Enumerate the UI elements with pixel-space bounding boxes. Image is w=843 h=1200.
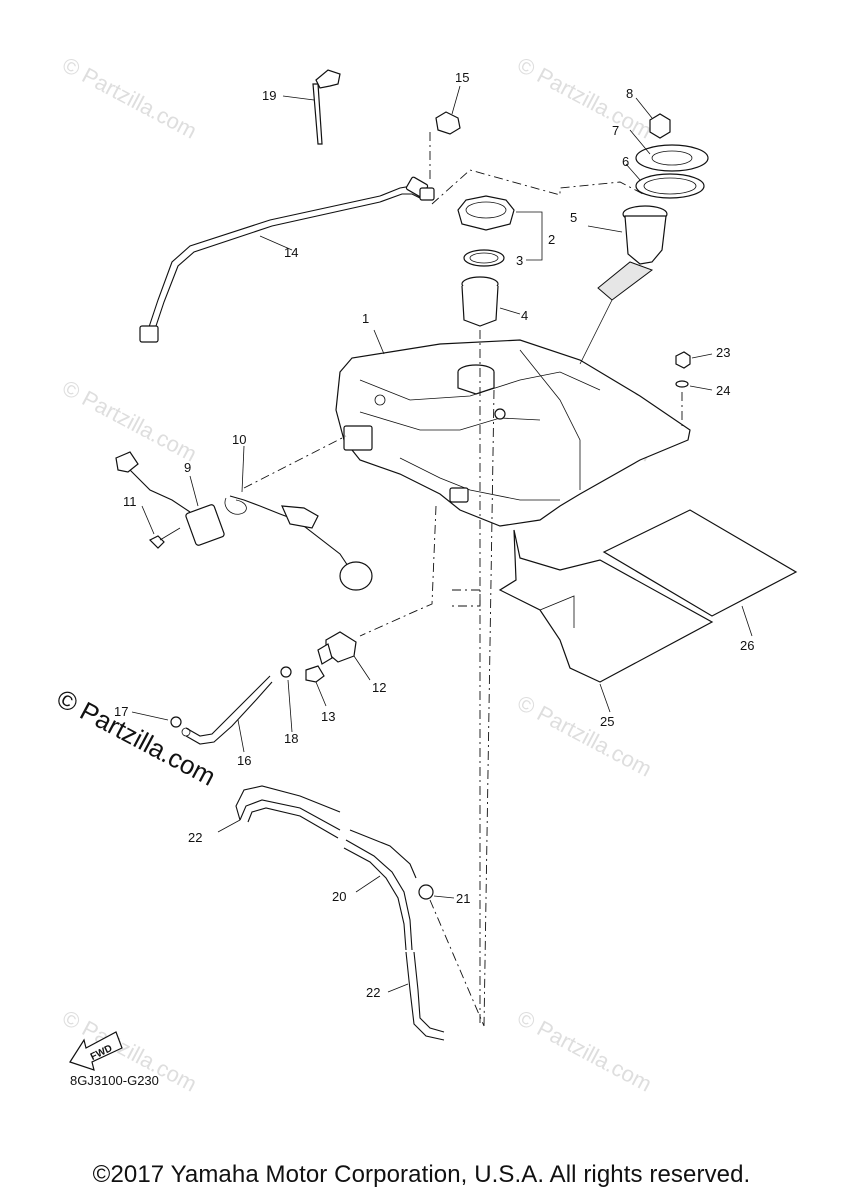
part-5-fuel-pump	[587, 205, 668, 301]
part-6-gasket	[635, 173, 705, 199]
part-3-cap-gasket	[463, 249, 505, 267]
fwd-arrow: FWD	[69, 1031, 123, 1071]
part-11-screw	[141, 505, 181, 549]
part-4-filler-neck	[461, 276, 499, 327]
part-1-fuel-tank	[335, 339, 691, 527]
part-14-hose	[139, 176, 435, 343]
part-9-sender-unit	[115, 451, 225, 546]
label-22: 22	[188, 830, 202, 845]
part-24-washer	[675, 380, 713, 391]
label-22: 22	[366, 985, 380, 1000]
copyright: ©2017 Yamaha Motor Corporation, U.S.A. A…	[92, 1161, 751, 1188]
label-11: 11	[123, 494, 137, 509]
label-5: 5	[570, 210, 577, 225]
label-8: 8	[626, 86, 633, 101]
part-16-fuel-hose	[185, 675, 273, 753]
part-22-corrugated-hose	[217, 785, 341, 839]
label-19: 19	[262, 88, 276, 103]
label-21: 21	[456, 891, 470, 906]
part-25-cover	[498, 529, 714, 713]
label-25: 25	[600, 714, 614, 729]
part-7-plate	[635, 144, 709, 172]
label-14: 14	[284, 245, 298, 260]
part-13-bolt	[305, 665, 327, 707]
label-23: 23	[716, 345, 730, 360]
label-15: 15	[455, 70, 469, 85]
part-23-bolt	[675, 351, 713, 369]
label-4: 4	[521, 308, 528, 323]
label-20: 20	[332, 889, 346, 904]
label-24: 24	[716, 383, 730, 398]
part-17-clip	[131, 711, 191, 737]
label-16: 16	[237, 753, 251, 768]
label-12: 12	[372, 680, 386, 695]
label-18: 18	[284, 731, 298, 746]
diagram-code: 8GJ3100-G230	[70, 1073, 159, 1088]
part-18-clip	[280, 666, 293, 733]
part-19-cable-tie	[282, 69, 341, 145]
part-2-fuel-cap	[457, 195, 515, 231]
part-26-pad	[602, 509, 798, 637]
part-12-petcock	[317, 631, 371, 681]
part-22-corrugated-hose-lower	[387, 951, 445, 1041]
label-2: 2	[548, 232, 555, 247]
label-7: 7	[612, 123, 619, 138]
label-17: 17	[114, 704, 128, 719]
label-10: 10	[232, 432, 246, 447]
label-9: 9	[184, 460, 191, 475]
part-21-clamp	[418, 884, 455, 900]
label-26: 26	[740, 638, 754, 653]
label-1: 1	[362, 311, 369, 326]
part-10-fuel-sender	[224, 445, 373, 591]
label-3: 3	[516, 253, 523, 268]
part-8-nut	[649, 113, 671, 139]
part-20-hose	[343, 829, 417, 951]
label-13: 13	[321, 709, 335, 724]
label-6: 6	[622, 154, 629, 169]
part-15-clamp	[435, 85, 461, 135]
